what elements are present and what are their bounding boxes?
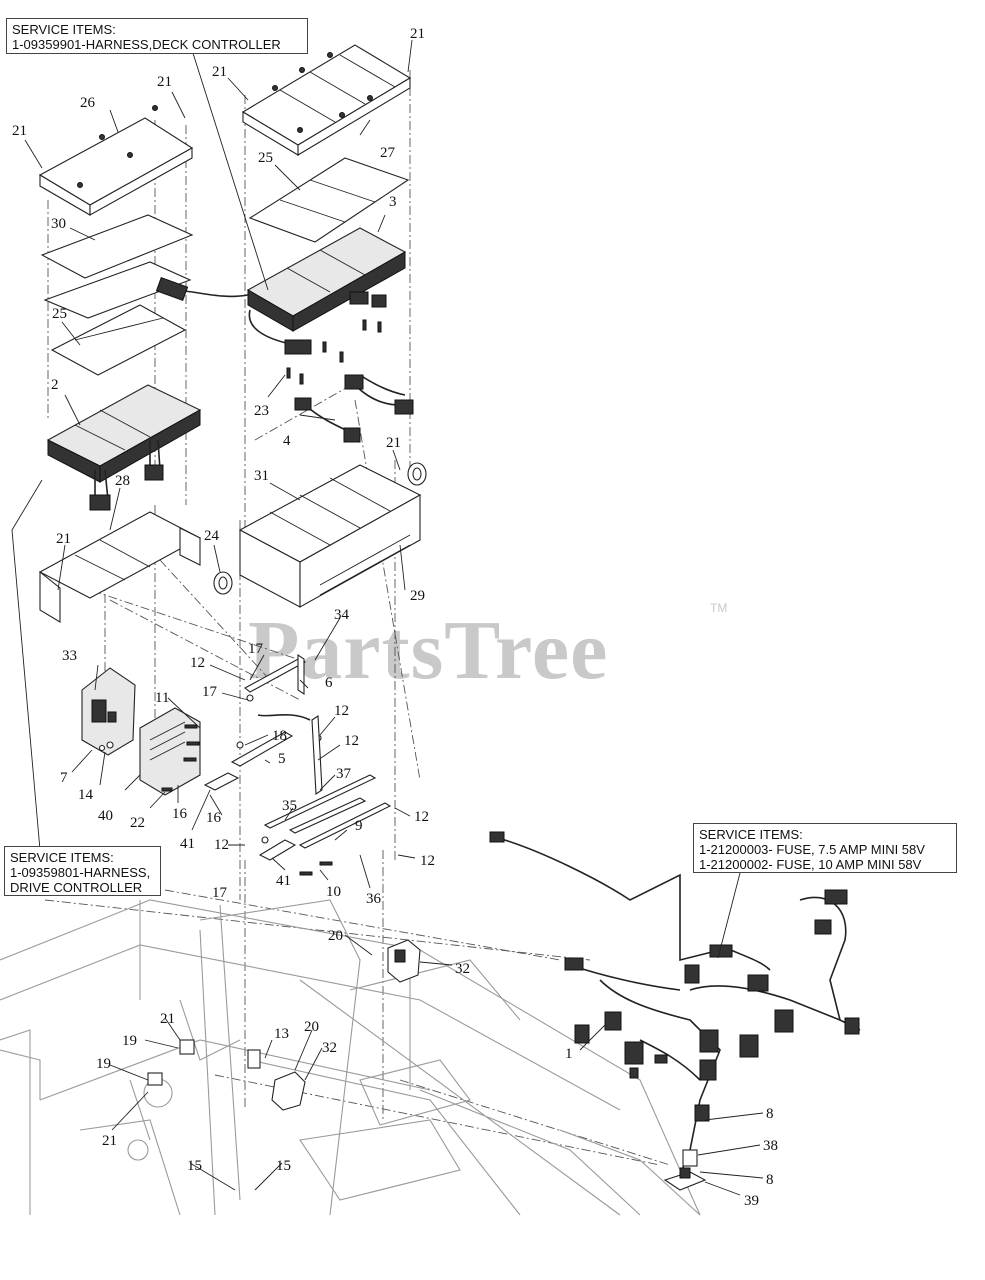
- callout: 21: [102, 1133, 117, 1149]
- watermark-text: PartsTree: [248, 604, 608, 697]
- callout: 8: [766, 1106, 774, 1122]
- deck-controller-3: [155, 227, 407, 355]
- callout: 37: [336, 766, 352, 782]
- main-harness-1: [489, 831, 861, 1176]
- callout: 2: [51, 377, 59, 393]
- callout: 17: [248, 641, 264, 657]
- service-items-heading: SERVICE ITEMS:: [12, 22, 116, 37]
- service-items-heading: SERVICE ITEMS:: [10, 850, 114, 865]
- tray-31: [238, 464, 422, 608]
- callout: 21: [160, 1011, 175, 1027]
- callout: 12: [190, 655, 205, 671]
- callout: 22: [130, 815, 145, 831]
- callout: 21: [212, 64, 227, 80]
- callout: 16: [206, 810, 222, 826]
- callout: 32: [455, 961, 470, 977]
- callout: 21: [410, 26, 425, 42]
- callout: 15: [187, 1158, 202, 1174]
- callout: 1: [565, 1046, 573, 1062]
- watermark-trademark: TM: [710, 601, 727, 615]
- fuse-38-sensor-39: [663, 1149, 707, 1191]
- callout: 18: [272, 728, 287, 744]
- service-item-line: 1-09359801-HARNESS,: [10, 865, 151, 880]
- callout: 12: [344, 733, 359, 749]
- callout: 9: [355, 818, 363, 834]
- callout: 21: [386, 435, 401, 451]
- grommets-24: [213, 462, 427, 595]
- callout: 23: [254, 403, 269, 419]
- callout: 19: [96, 1056, 111, 1072]
- callout: 20: [328, 928, 343, 944]
- callout: 21: [12, 123, 27, 139]
- service-items-deck-controller: SERVICE ITEMS: 1-09359901-HARNESS,DECK C…: [6, 18, 308, 54]
- callout: 24: [204, 528, 220, 544]
- brackets-34-6-5: [230, 653, 311, 767]
- callout: 20: [304, 1019, 319, 1035]
- callout: 40: [98, 808, 113, 824]
- service-item-line: DRIVE CONTROLLER: [10, 880, 143, 895]
- service-item-line: 1-21200003- FUSE, 7.5 AMP MINI 58V: [699, 842, 925, 857]
- callout: 12: [214, 837, 229, 853]
- callout: 38: [763, 1138, 778, 1154]
- callout: 12: [334, 703, 349, 719]
- callout: 12: [420, 853, 435, 869]
- pads-25-lower: [50, 304, 187, 376]
- harness-pigtails-4: [294, 374, 414, 443]
- callout: 4: [283, 433, 291, 449]
- callout: 27: [380, 145, 396, 161]
- callout: 3: [389, 194, 397, 210]
- callout: 10: [326, 884, 341, 900]
- callout: 21: [157, 74, 172, 90]
- bracket-27: [241, 44, 412, 156]
- service-items-drive-controller: SERVICE ITEMS: 1-09359801-HARNESS, DRIVE…: [4, 846, 161, 896]
- callout: 30: [51, 216, 66, 232]
- bracket-28: [38, 511, 202, 623]
- callout: 31: [254, 468, 269, 484]
- callout: 25: [258, 150, 273, 166]
- callout: 15: [276, 1158, 291, 1174]
- callout: 35: [282, 798, 297, 814]
- callout: 11: [155, 690, 169, 706]
- pads-25-upper: [248, 157, 410, 243]
- callout: 34: [334, 607, 350, 623]
- callout: 41: [180, 836, 195, 852]
- relays-and-clips: [147, 939, 421, 1111]
- drive-controllers-2: [46, 384, 202, 511]
- callout: 17: [202, 684, 218, 700]
- callout: 8: [766, 1172, 774, 1188]
- bracket-26: [38, 105, 194, 216]
- service-items-heading: SERVICE ITEMS:: [699, 827, 803, 842]
- callout: 7: [60, 770, 68, 786]
- callout: 6: [325, 675, 333, 691]
- service-item-line: 1-09359901-HARNESS,DECK CONTROLLER: [12, 37, 281, 52]
- hardware-bits: [98, 694, 333, 876]
- watermark: PartsTree TM: [248, 601, 727, 697]
- service-item-line: 1-21200002- FUSE, 10 AMP MINI 58V: [699, 857, 922, 872]
- callout: 28: [115, 473, 130, 489]
- leader-lines: [11, 39, 764, 1196]
- callout: 16: [172, 806, 188, 822]
- callout: 21: [56, 531, 71, 547]
- plate-30: [40, 214, 194, 319]
- callout: 39: [744, 1193, 759, 1209]
- controller-40: [139, 707, 201, 796]
- screws-23: [286, 319, 382, 385]
- callout: 29: [410, 588, 425, 604]
- callout: 19: [122, 1033, 137, 1049]
- callout-labels: 21 21 21 26 21 27 25 3 30 25 2 23 4 21 3…: [12, 26, 778, 1209]
- callout: 25: [52, 306, 67, 322]
- callout: 41: [276, 873, 291, 889]
- service-items-fuses: SERVICE ITEMS: 1-21200003- FUSE, 7.5 AMP…: [693, 823, 957, 873]
- callout: 12: [414, 809, 429, 825]
- callout: 17: [212, 885, 228, 901]
- callout: 33: [62, 648, 77, 664]
- callout: 13: [274, 1026, 289, 1042]
- callout: 36: [366, 891, 382, 907]
- brackets-41-35-37-9-36: [203, 715, 392, 861]
- callout: 32: [322, 1040, 337, 1056]
- callout: 26: [80, 95, 96, 111]
- callout: 5: [278, 751, 286, 767]
- callout: 14: [78, 787, 94, 803]
